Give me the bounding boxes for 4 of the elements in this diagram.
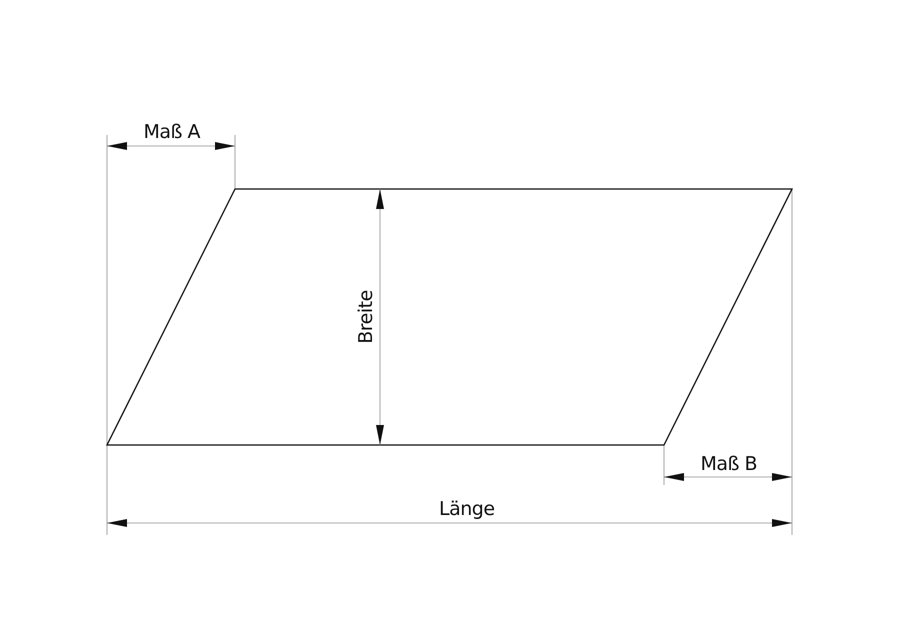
dimension-label: Länge xyxy=(439,498,495,520)
dimension-label: Maß B xyxy=(700,453,758,475)
dimension-label: Maß A xyxy=(144,121,200,143)
dimension-label: Breite xyxy=(354,290,377,344)
